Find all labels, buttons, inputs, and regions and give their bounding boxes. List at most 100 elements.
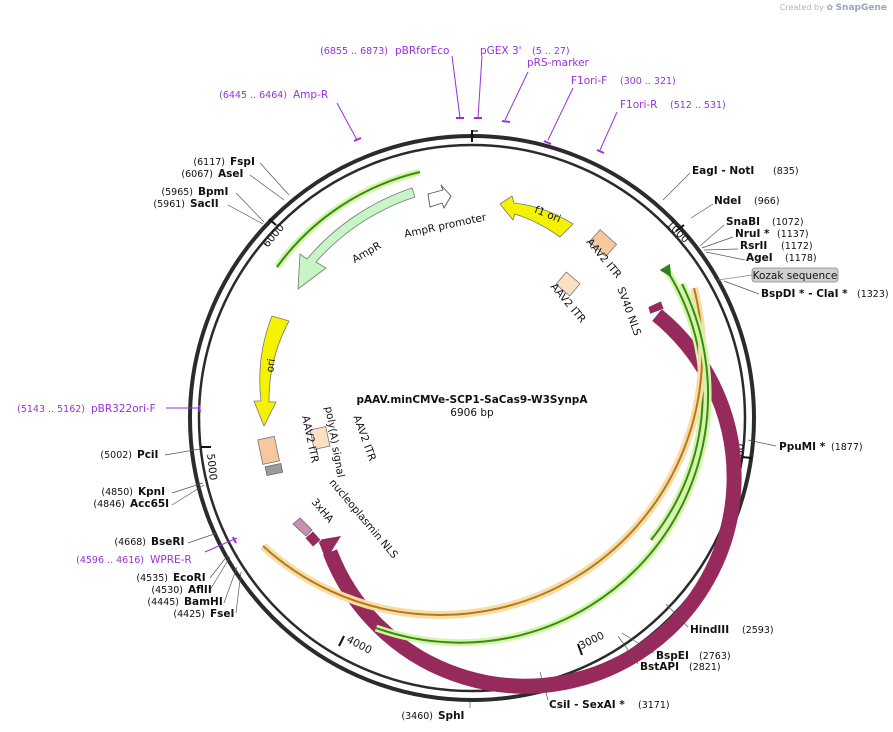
site-nrui: NruI * (735, 228, 770, 240)
primers: (6855 .. 6873) pBRforEco pGEX 3' (5 .. 2… (17, 45, 726, 566)
site-ppumi-pos: (1877) (831, 442, 863, 453)
site-ecori: EcoRI (173, 572, 206, 584)
site-pcii-pos: (5002) (100, 450, 132, 461)
tick-3000: 3000 (577, 630, 606, 653)
primer-pbr322ori-f-pos: (5143 .. 5162) (17, 404, 85, 415)
site-bamhi: BamHI (184, 596, 223, 608)
site-ecori-pos: (4535) (136, 573, 168, 584)
ori-label: ori (264, 358, 278, 373)
site-eagi-noti: EagI - NotI (692, 165, 754, 177)
orange-arc (262, 287, 704, 616)
f1-ori-feature (499, 195, 574, 238)
site-kpni-pos: (4850) (101, 487, 133, 498)
aav2-itr-3-feature (309, 426, 331, 450)
site-fspi: FspI (230, 156, 255, 168)
tick-4000: 4000 (344, 634, 373, 657)
aav2-itr-4-feature (257, 435, 280, 465)
site-hindiii-pos: (2593) (742, 625, 774, 636)
primer-pbr322ori-f: pBR322ori-F (91, 403, 156, 415)
sv40-nls-label: SV40 NLS (614, 285, 643, 337)
site-rsrii: RsrII (740, 240, 767, 252)
nucleoplasmin-nls-feature (304, 530, 322, 548)
ampr-label: AmpR (350, 240, 383, 266)
site-bspei-pos: (2763) (699, 651, 731, 662)
sacas9-arrowhead (318, 536, 341, 560)
primer-wpre-r-pos: (4596 .. 4616) (76, 555, 144, 566)
site-bpmi-pos: (5965) (161, 187, 193, 198)
credit-prefix: Created by (779, 3, 824, 12)
primer-pbrforeco: pBRforEco (395, 45, 449, 57)
site-hindiii: HindIII (690, 624, 729, 636)
backbone-inner-ring (197, 143, 747, 693)
ha-label: 3xHA (309, 496, 337, 526)
primer-wpre-r: WPRE-R (150, 554, 192, 566)
site-snabi-pos: (1072) (772, 217, 804, 228)
credit-brand: SnapGene (835, 3, 887, 13)
site-sacii-pos: (5961) (153, 199, 185, 210)
aav2-itr-2-feature (555, 271, 581, 297)
primer-f1ori-f: F1ori-F (571, 75, 607, 87)
tick-1000: 1000 (664, 219, 692, 246)
primer-prs-marker: pRS-marker (527, 57, 590, 69)
site-acc65i: Acc65I (130, 498, 169, 510)
site-bseri-pos: (4668) (114, 537, 146, 548)
site-pcii: PciI (137, 449, 158, 461)
plasmid-name: pAAV.minCMVe-SCP1-SaCas9-W3SynpA (357, 394, 589, 406)
right-site-leaders (539, 172, 777, 701)
green-arc-upper-halo (274, 168, 421, 270)
site-aflii: AflII (188, 584, 212, 596)
site-bseri: BseRI (151, 536, 184, 548)
primer-f1ori-r: F1ori-R (620, 99, 657, 111)
site-ppumi: PpuMI * (779, 441, 826, 453)
site-fsei-pos: (4425) (173, 609, 205, 620)
green-arc-inner (650, 263, 704, 541)
green-arc-outer (375, 283, 710, 644)
primer-pgex3: pGEX 3' (480, 45, 522, 57)
ha-feature (292, 517, 313, 537)
ampr-feature (297, 187, 416, 290)
site-fsei: FseI (210, 608, 234, 620)
site-bamhi-pos: (4445) (147, 597, 179, 608)
site-ndei: NdeI (714, 195, 741, 207)
site-csii-sexai: CsiI - SexAI * (549, 699, 625, 711)
site-snabi: SnaBI (726, 216, 760, 228)
site-agei: AgeI (746, 252, 773, 264)
site-sphi: SphI (438, 710, 464, 722)
site-fspi-pos: (6117) (193, 157, 225, 168)
site-csii-sexai-pos: (3171) (638, 700, 670, 711)
primer-amp-r-pos: (6445 .. 6464) (219, 90, 287, 101)
scale-ticks: 1000 2000 3000 4000 5000 6000 (201, 218, 753, 657)
polya-feature (264, 462, 284, 477)
site-nrui-pos: (1137) (777, 229, 809, 240)
ampr-promoter-label: AmpR promoter (403, 211, 488, 240)
snapgene-logo-icon: ✿ (826, 3, 834, 12)
primer-amp-r: Amp-R (293, 89, 328, 101)
site-aflii-pos: (4530) (151, 585, 183, 596)
sacas9-arc (323, 309, 742, 694)
site-kpni: KpnI (138, 486, 165, 498)
site-eagi-noti-pos: (835) (773, 166, 799, 177)
site-asei: AseI (218, 168, 243, 180)
site-acc65i-pos: (4846) (93, 499, 125, 510)
right-sites: EagI - NotI (835) NdeI (966) SnaBI (1072… (549, 165, 889, 711)
site-ndei-pos: (966) (754, 196, 780, 207)
site-bspdi-clai: BspDI * - ClaI * (761, 288, 848, 300)
site-bstapi-pos: (2821) (689, 662, 721, 673)
ampr-promoter-feature (427, 184, 452, 210)
primer-leaders (166, 55, 618, 553)
site-sacii: SacII (190, 198, 219, 210)
site-bstapi: BstAPI (640, 661, 679, 673)
primer-prs-marker-pos: (5 .. 27) (532, 46, 570, 57)
kozak-label: Kozak sequence (753, 270, 838, 282)
site-bspei: BspEI (656, 650, 689, 662)
nucleoplasmin-nls-label: nucleoplasmin NLS (327, 477, 401, 561)
site-sphi-pos: (3460) (401, 711, 433, 722)
snapgene-credit: Created by ✿ SnapGene (780, 3, 887, 13)
site-bpmi: BpmI (198, 186, 228, 198)
site-asei-pos: (6067) (181, 169, 213, 180)
green-arc-outer-halo (374, 282, 712, 647)
green-arc-upper (276, 171, 421, 268)
primer-pbrforeco-pos: (6855 .. 6873) (320, 46, 388, 57)
aav2-itr-3-label: AAV2 ITR (350, 414, 378, 463)
